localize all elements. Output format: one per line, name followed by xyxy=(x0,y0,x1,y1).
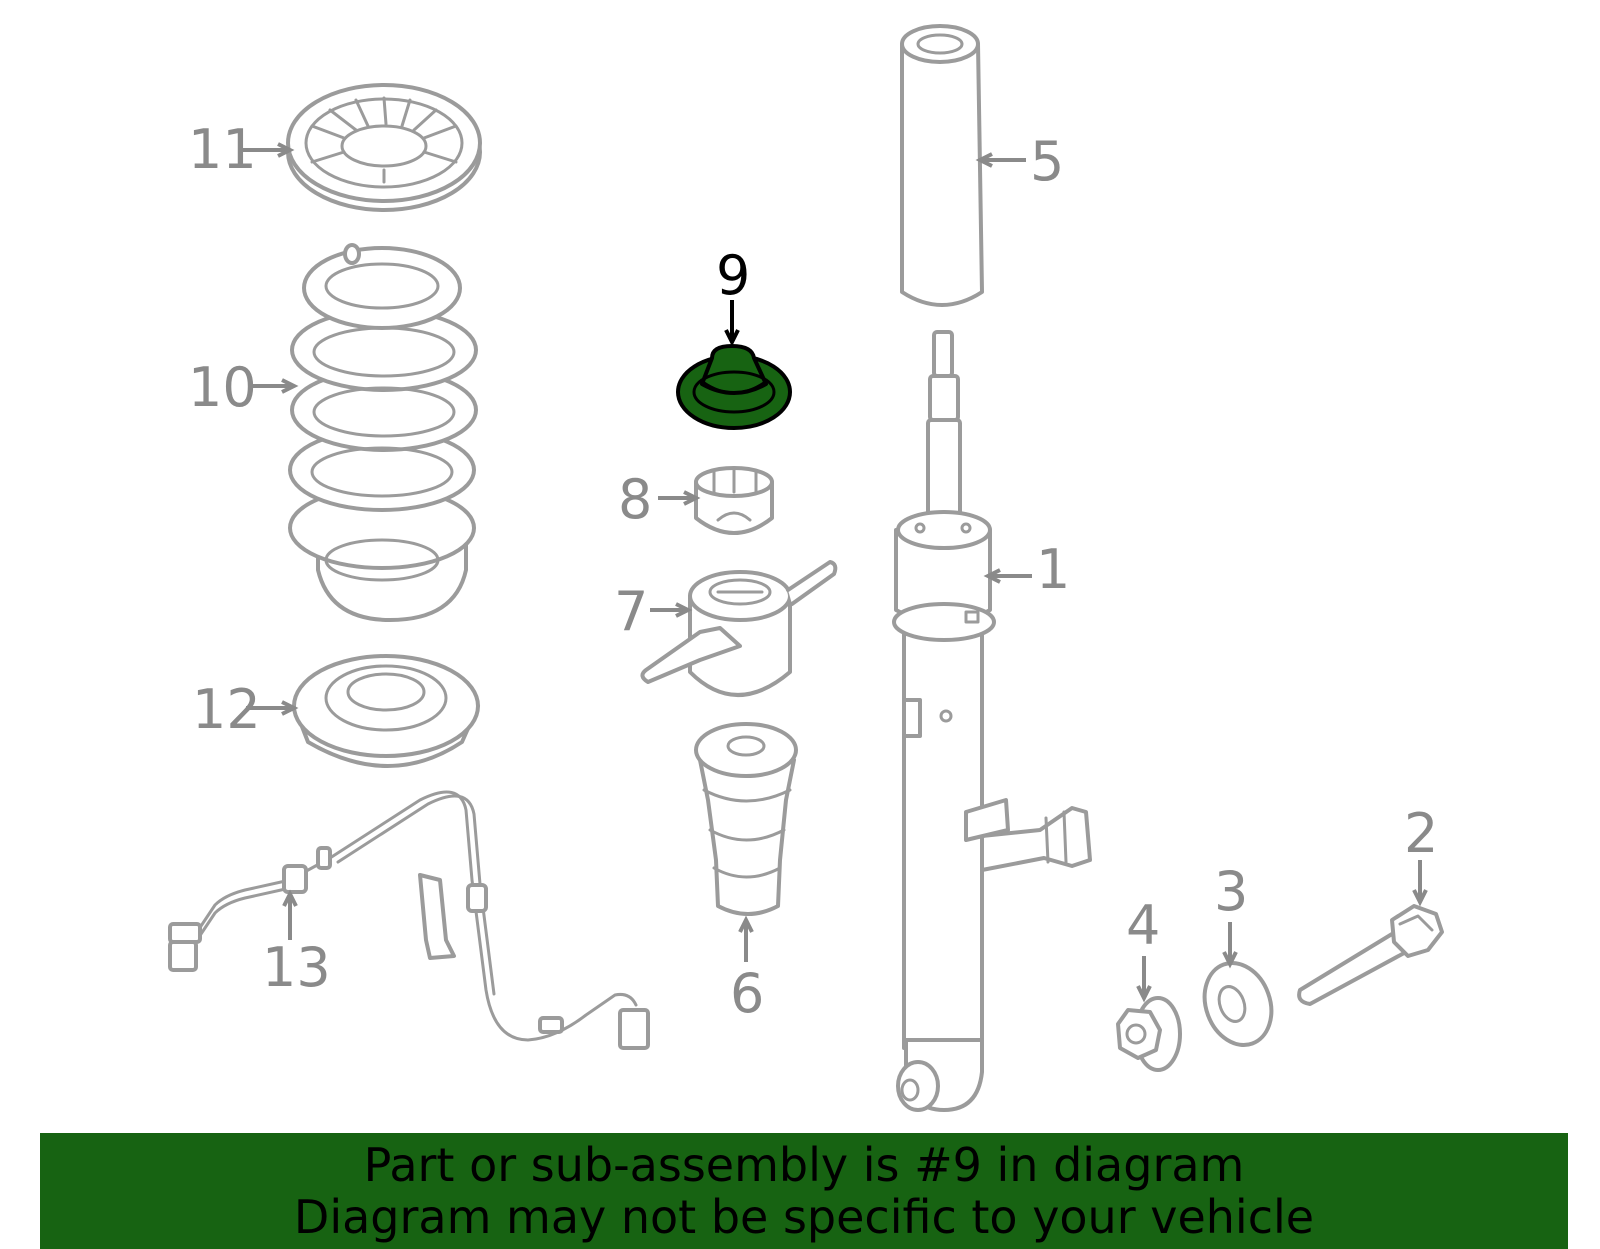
callout-label-5: 5 xyxy=(1030,130,1064,193)
callout-arrows xyxy=(238,142,1428,1003)
banner-line-2: Diagram may not be specific to your vehi… xyxy=(293,1190,1315,1244)
callout-label-13: 13 xyxy=(262,936,331,999)
callout-label-11: 11 xyxy=(188,118,257,181)
callout-label-4: 4 xyxy=(1126,894,1160,957)
part-6-bump-stop[interactable] xyxy=(694,722,798,916)
callout-label-3: 3 xyxy=(1214,860,1248,923)
part-3-washer[interactable] xyxy=(1194,954,1283,1055)
callout-label-1: 1 xyxy=(1036,538,1070,601)
part-10-coil-spring[interactable] xyxy=(288,243,478,622)
callout-label-6: 6 xyxy=(730,962,764,1025)
part-5-dust-boot[interactable] xyxy=(900,24,984,307)
banner-line-1: Part or sub-assembly is #9 in diagram xyxy=(363,1138,1245,1192)
part-13-sensor-harness[interactable] xyxy=(168,790,650,1050)
callout-label-12: 12 xyxy=(192,678,261,741)
callout-label-7: 7 xyxy=(614,580,648,643)
part-2-bolt[interactable] xyxy=(1297,904,1444,1006)
callout-label-10: 10 xyxy=(188,356,257,419)
part-1-shock-absorber[interactable] xyxy=(892,330,1092,1112)
callout-label-9: 9 xyxy=(716,244,750,307)
info-banner: Part or sub-assembly is #9 in diagram Di… xyxy=(40,1133,1568,1249)
part-4-nut[interactable] xyxy=(1116,996,1182,1072)
part-12-spring-seat-lower[interactable] xyxy=(292,654,480,768)
part-11-spring-seat-upper[interactable] xyxy=(286,83,482,212)
part-7-mount-bracket[interactable] xyxy=(640,560,838,697)
part-8-bump-stop-cup[interactable] xyxy=(694,466,774,535)
callout-label-8: 8 xyxy=(618,468,652,531)
callout-label-2: 2 xyxy=(1404,802,1438,865)
part-9-strut-mount-highlighted[interactable] xyxy=(676,344,792,430)
